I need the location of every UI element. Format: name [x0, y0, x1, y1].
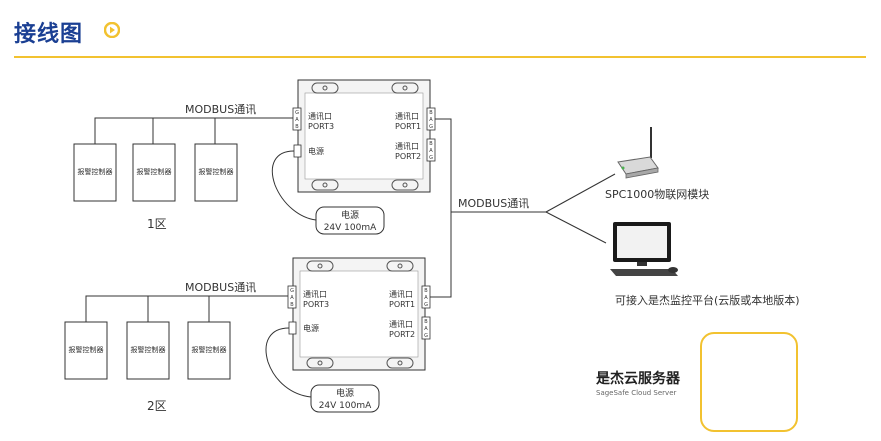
title-underline [14, 56, 866, 58]
zone1-gateway-device: G A B B A G B A G 通讯口 PORT3 电源 通讯口 PORT1… [292, 79, 436, 193]
svg-text:G: G [290, 288, 294, 294]
zone2-port3-label: 通讯口 [303, 289, 327, 299]
server-subtitle: SageSafe Cloud Server [596, 389, 677, 397]
monitor-icon [610, 222, 678, 276]
zone-2: MODBUS通讯 报警控制器 报警控制器 报警控制器 2区 G A B B A … [64, 257, 431, 413]
svg-text:G: G [429, 155, 433, 161]
svg-text:24V 100mA: 24V 100mA [324, 223, 377, 233]
zone2-controller-1 [64, 321, 108, 380]
zone1-controller-1-label: 报警控制器 [78, 167, 113, 176]
zone2-port2-label: 通讯口 [389, 319, 413, 329]
server-title: 是杰云服务器 [596, 371, 680, 387]
uplink-bus: MODBUS通讯 [430, 118, 616, 298]
zone2-terminal-bag-2 [421, 316, 431, 340]
zone1-controller-2-label: 报警控制器 [137, 167, 172, 176]
svg-text:24V 100mA: 24V 100mA [319, 401, 372, 411]
svg-text:B: B [429, 141, 433, 147]
zone1-controller-2 [132, 143, 176, 202]
svg-text:B: B [424, 288, 428, 294]
svg-text:电源: 电源 [336, 387, 354, 399]
play-circle-icon [104, 22, 120, 38]
zone1-label: 1区 [147, 217, 167, 231]
zone2-power-cable [265, 327, 312, 398]
zone1-controller-1 [73, 143, 117, 202]
zone2-controller-3-label: 报警控制器 [192, 345, 227, 354]
svg-text:A: A [424, 295, 428, 301]
cloud-server-card [700, 332, 798, 432]
svg-text:B: B [295, 124, 299, 130]
zone2-controller-3 [187, 321, 231, 380]
svg-text:A: A [429, 148, 433, 154]
zone1-power-label: 电源 [308, 146, 324, 156]
iot-module-label: SPC1000物联网模块 [605, 187, 709, 201]
page-title: 接线图 [14, 22, 84, 47]
svg-text:A: A [429, 117, 433, 123]
uplink-bus-label: MODBUS通讯 [458, 197, 529, 210]
zone1-power-box [315, 206, 385, 235]
zone2-gateway-device: G A B B A G B A G 通讯口 PORT3 电源 通讯口 PORT1… [287, 257, 431, 371]
zone1-controller-3 [194, 143, 238, 202]
svg-text:A: A [290, 295, 294, 301]
zone1-port1-name: PORT1 [395, 122, 421, 131]
zone1-controller-3-label: 报警控制器 [199, 167, 234, 176]
zone2-controller-2-label: 报警控制器 [131, 345, 166, 354]
zone2-port1-label: 通讯口 [389, 289, 413, 299]
svg-text:B: B [290, 302, 294, 308]
zone2-controller-1-label: 报警控制器 [69, 345, 104, 354]
zone1-port1-label: 通讯口 [395, 111, 419, 121]
iot-module [617, 127, 659, 179]
zone1-port2-name: PORT2 [395, 152, 421, 161]
svg-text:G: G [424, 302, 428, 308]
svg-text:G: G [295, 110, 299, 116]
zone2-port2-name: PORT2 [389, 330, 415, 339]
zone1-power-terminal [293, 144, 302, 158]
zone1-port3-name: PORT3 [308, 122, 334, 131]
zone1-bus-line [94, 117, 295, 144]
zone2-bus-line [85, 295, 290, 322]
zone2-power-box [310, 384, 380, 413]
svg-text:B: B [429, 110, 433, 116]
zone2-port3-name: PORT3 [303, 300, 329, 309]
zone1-terminal-gab [292, 107, 302, 131]
zone-1: MODBUS通讯 报警控制器 报警控制器 报警控制器 1区 G A B B [73, 79, 436, 235]
zone1-port2-label: 通讯口 [395, 141, 419, 151]
zone1-bus-label: MODBUS通讯 [185, 103, 256, 116]
svg-text:G: G [429, 124, 433, 130]
svg-text:A: A [424, 326, 428, 332]
zone2-controller-2 [126, 321, 170, 380]
platform-label: 可接入是杰监控平台(云版或本地版本) [615, 293, 800, 307]
svg-text:G: G [424, 333, 428, 339]
zone2-terminal-gab [287, 285, 297, 309]
svg-text:电源: 电源 [341, 209, 359, 221]
zone1-power-cable [271, 150, 317, 221]
zone2-power-label: 电源 [303, 323, 319, 333]
zone2-label: 2区 [147, 399, 167, 413]
zone2-power-terminal [288, 321, 297, 335]
zone2-port1-name: PORT1 [389, 300, 415, 309]
zone1-terminal-bag-2 [426, 138, 436, 162]
svg-text:B: B [424, 319, 428, 325]
zone1-port3-label: 通讯口 [308, 111, 332, 121]
svg-text:A: A [295, 117, 299, 123]
zone2-bus-label: MODBUS通讯 [185, 281, 256, 294]
